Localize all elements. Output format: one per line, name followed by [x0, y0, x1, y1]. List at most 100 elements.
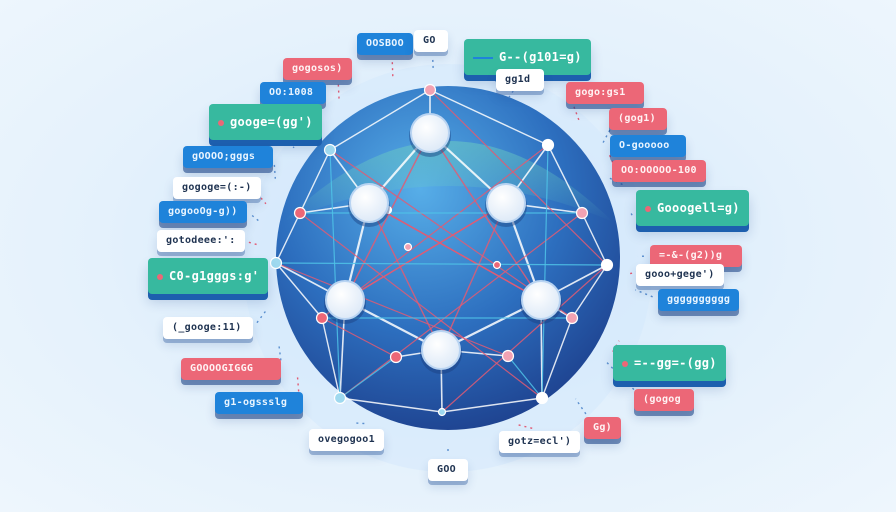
code-label-text: gotz=ecl') — [508, 436, 572, 447]
network-link — [275, 262, 509, 357]
network-node-small — [389, 350, 403, 364]
code-label: (gogog — [634, 389, 694, 411]
network-link — [339, 356, 397, 399]
code-label-text: GOO — [437, 464, 456, 475]
code-label-text: gooo+gege') — [645, 269, 715, 280]
code-label-text: OO:1008 — [269, 87, 314, 98]
code-label: =--gg=-(gg) — [613, 345, 726, 381]
code-label-text: OO:OOOOO-100 — [621, 165, 697, 176]
connector-line — [251, 214, 262, 224]
code-label-text: gogoge=(:-) — [182, 182, 252, 193]
network-node-small — [535, 391, 549, 405]
code-label-text: ovegogoo1 — [318, 434, 375, 445]
network-node-hub — [521, 280, 561, 320]
network-link — [321, 317, 341, 399]
network-link — [275, 262, 608, 266]
code-label: C0-g1gggs:g' — [148, 258, 269, 294]
code-label-text: GOOOOGIGGG — [190, 363, 254, 374]
code-label-text: (gogog — [643, 394, 681, 405]
network-node-small — [437, 407, 447, 417]
code-label-text: gogooOg-g)) — [168, 206, 238, 217]
code-label-text: O-gooooo — [619, 140, 670, 151]
network-link — [429, 89, 549, 146]
network-node-small — [333, 391, 347, 405]
network-link — [344, 202, 507, 301]
label-marker-icon — [622, 360, 628, 367]
network-link — [339, 212, 583, 399]
network-link — [344, 132, 431, 301]
connector-line — [256, 310, 267, 324]
code-label: googe=(gg') — [209, 104, 322, 140]
code-label-text: C0-g1gggs:g' — [169, 269, 260, 283]
code-label-text: g1-ogssslg — [224, 397, 288, 408]
network-link — [441, 397, 543, 413]
code-label-text: gOOOO;gggs — [192, 151, 256, 162]
network-link — [299, 212, 543, 399]
connector-line — [256, 192, 267, 205]
network-node-small — [575, 206, 589, 220]
code-label: GO — [414, 30, 448, 52]
network-node-small — [492, 260, 502, 270]
code-label: GOO — [428, 459, 468, 481]
network-node-hub — [486, 183, 526, 223]
network-link — [541, 317, 573, 399]
code-label: =-&-(g2))g — [650, 245, 742, 267]
connector-line — [292, 136, 302, 149]
code-label: gogooOg-g)) — [159, 201, 247, 223]
network-link — [329, 89, 431, 151]
code-label: OO:OOOOO-100 — [612, 160, 706, 182]
network-node-small — [403, 242, 413, 252]
code-label: Gooogell=g) — [636, 190, 749, 226]
network-link — [547, 144, 583, 214]
network-node-small — [600, 258, 614, 272]
network-link — [299, 149, 331, 214]
code-label-text: Gg) — [593, 422, 612, 433]
connector-line — [518, 424, 533, 429]
code-label: gotz=ecl') — [499, 431, 581, 453]
network-link — [339, 397, 443, 413]
network-node-small — [501, 349, 515, 363]
network-link — [571, 264, 608, 319]
connector-line — [278, 344, 282, 361]
network-node-small — [541, 138, 555, 152]
code-label: g1-ogssslg — [215, 392, 303, 414]
code-label: OO:1008 — [260, 82, 326, 104]
code-label-text: OOSBOO — [366, 38, 404, 49]
network-link — [321, 317, 397, 358]
network-link — [541, 144, 549, 399]
code-label-text: gotodeee:': — [166, 235, 236, 246]
network-node-hub — [325, 280, 365, 320]
code-label-text: (gog1) — [618, 113, 656, 124]
code-label: O-gooooo — [610, 135, 686, 157]
code-label-text: =-&-(g2))g — [659, 250, 723, 261]
code-label-text: googe=(gg') — [230, 115, 313, 129]
code-label: gotodeee:': — [157, 230, 245, 252]
code-label-text: Gooogell=g) — [657, 201, 740, 215]
code-label-text: =--gg=-(gg) — [634, 356, 717, 370]
label-marker-icon — [157, 273, 163, 280]
code-label: Gg) — [584, 417, 621, 439]
code-label: gOOOO;gggs — [183, 146, 273, 168]
network-link — [441, 264, 608, 413]
network-link — [429, 89, 608, 266]
network-node-hub — [421, 330, 461, 370]
network-link — [507, 355, 543, 399]
network-node-small — [293, 206, 307, 220]
code-label: ovegogoo1 — [309, 429, 384, 451]
code-label: (_googe:11) — [163, 317, 253, 339]
network-node-small — [423, 83, 437, 97]
network-link — [329, 149, 341, 399]
network-node-small — [565, 311, 579, 325]
code-label-text: gogosos) — [292, 63, 343, 74]
code-label: GOOOOGIGGG — [181, 358, 281, 380]
code-label: gooo+gege') — [636, 264, 724, 286]
network-link — [429, 132, 542, 301]
network-link — [275, 262, 323, 319]
code-label: gogoge=(:-) — [173, 177, 261, 199]
network-node-small — [323, 143, 337, 157]
label-marker-icon — [218, 119, 224, 126]
connector-line — [630, 213, 635, 219]
code-label-text: gggggggggg — [667, 294, 731, 305]
